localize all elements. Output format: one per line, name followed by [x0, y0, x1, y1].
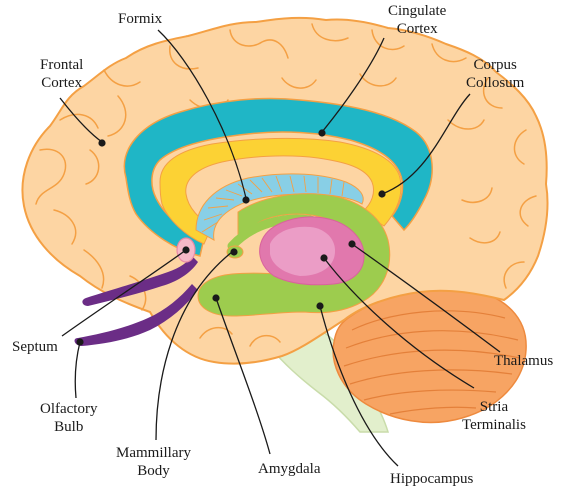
label-mammillary-body: Mammillary Body	[116, 444, 191, 480]
label-corpus-collosum: Corpus Collosum	[466, 56, 524, 92]
olfactory-dot	[76, 338, 83, 345]
label-mammillary-line2: Body	[116, 462, 191, 480]
label-olfactory-line1: Olfactory	[40, 400, 97, 418]
label-amygdala: Amygdala	[258, 460, 320, 478]
label-hippocampus-line1: Hippocampus	[390, 470, 473, 488]
corpus-dot	[378, 190, 385, 197]
amygdala-dot	[212, 294, 219, 301]
label-cingulate-line1: Cingulate	[388, 2, 446, 20]
label-corpus-line2: Collosum	[466, 74, 524, 92]
label-formix-line1: Formix	[118, 10, 162, 28]
label-mammillary-line1: Mammillary	[116, 444, 191, 462]
label-frontal-line1: Frontal	[40, 56, 83, 74]
label-hippocampus: Hippocampus	[390, 470, 473, 488]
label-septum-line1: Septum	[12, 338, 58, 356]
septum-dot	[182, 246, 189, 253]
label-stria-terminalis: Stria Terminalis	[462, 398, 526, 434]
frontal-dot	[98, 139, 105, 146]
label-stria-line2: Terminalis	[462, 416, 526, 434]
label-corpus-line1: Corpus	[466, 56, 524, 74]
label-olfactory-line2: Bulb	[40, 418, 97, 436]
label-septum: Septum	[12, 338, 58, 356]
label-olfactory-bulb: Olfactory Bulb	[40, 400, 97, 436]
label-frontal-cortex: Frontal Cortex	[40, 56, 83, 92]
label-thalamus: Thalamus	[494, 352, 553, 370]
olfactory-leader	[75, 342, 80, 398]
formix-dot	[242, 196, 249, 203]
label-formix: Formix	[118, 10, 162, 28]
label-cingulate-line2: Cortex	[388, 20, 446, 38]
mammillary-dot	[230, 248, 237, 255]
label-amygdala-line1: Amygdala	[258, 460, 320, 478]
label-frontal-line2: Cortex	[40, 74, 83, 92]
hippocampus-dot	[316, 302, 323, 309]
cingulate-dot	[318, 129, 325, 136]
stria-dot	[320, 254, 327, 261]
label-thalamus-line1: Thalamus	[494, 352, 553, 370]
thalamus-dot	[348, 240, 355, 247]
label-cingulate-cortex: Cingulate Cortex	[388, 2, 446, 38]
label-stria-line1: Stria	[462, 398, 526, 416]
